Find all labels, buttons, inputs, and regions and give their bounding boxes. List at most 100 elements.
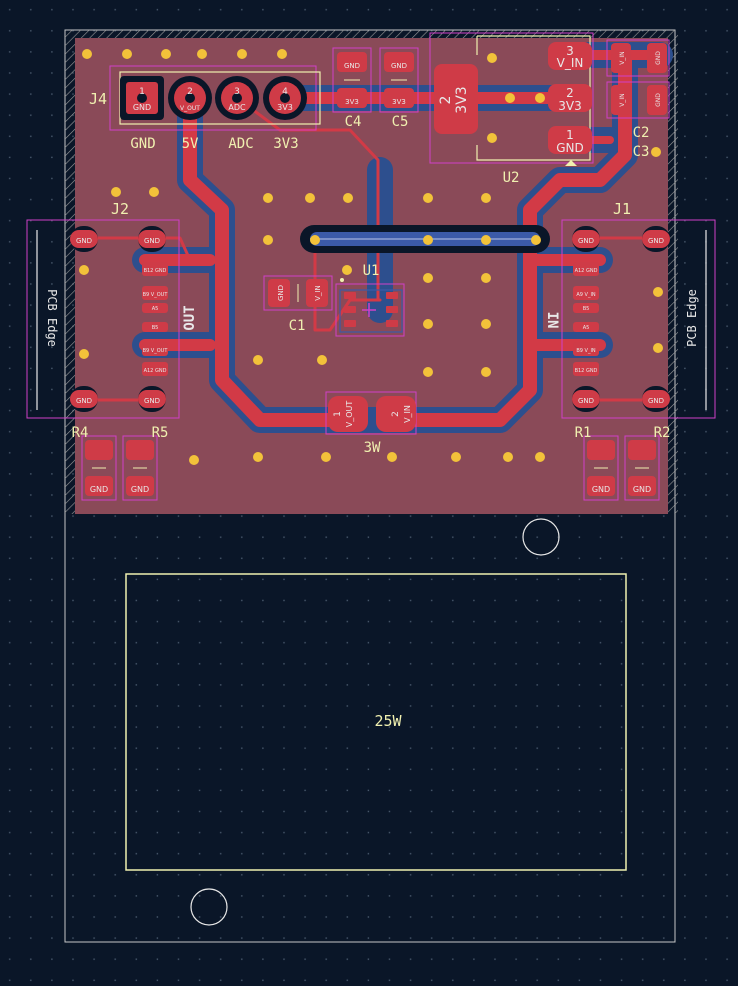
- j2-shell-gnd-1: GND: [76, 237, 92, 245]
- resistor-r2[interactable]: GND R2: [624, 425, 671, 501]
- shunt-pin2-num: 2: [391, 411, 401, 417]
- u2-pin-3-pad[interactable]: [548, 42, 592, 70]
- c5-pin2-net: GND: [391, 62, 407, 70]
- u2-pin-3-net: V_IN: [557, 56, 584, 70]
- via: [505, 93, 515, 103]
- c2-ref: C2: [633, 125, 650, 141]
- j4-ref: J4: [89, 90, 107, 108]
- via: [531, 235, 541, 245]
- j1-pad-a12: A12 GND: [575, 268, 598, 274]
- via: [111, 187, 121, 197]
- j4-silk-gnd: GND: [130, 136, 155, 152]
- vias: [79, 49, 663, 465]
- capacitor-c1[interactable]: GND V_IN C1: [263, 275, 333, 334]
- u2-pin-3-num: 3: [566, 44, 574, 58]
- via: [651, 147, 661, 157]
- capacitor-c3[interactable]: V_IN GND C3: [606, 81, 670, 160]
- via: [237, 49, 247, 59]
- j2-ref: J2: [111, 200, 129, 218]
- j1-ref: J1: [613, 200, 631, 218]
- j4-silk-3v3: 3V3: [273, 136, 298, 152]
- j1-signal-pads: A12 GND A9 V_IN B5 A5 B9 V_IN B12 GND: [573, 262, 599, 376]
- c2-pin1-net: V_IN: [619, 51, 626, 64]
- c3-ref: C3: [633, 144, 650, 160]
- c5-ref: C5: [392, 114, 409, 130]
- via: [387, 452, 397, 462]
- c1-pin1-net: V_IN: [314, 285, 322, 301]
- c5-pin1-net: 3V3: [392, 98, 406, 106]
- r4-ref: R4: [72, 425, 89, 441]
- j2-pad-a5: A5: [152, 306, 159, 312]
- j4-pin-4-net: 3V3: [277, 103, 293, 112]
- via: [653, 343, 663, 353]
- j2-pad-b12: B12 GND: [144, 268, 167, 274]
- resistor-r5[interactable]: GND R5: [122, 425, 169, 501]
- r5-pin2-net: GND: [131, 485, 149, 494]
- shunt-ref: 3W: [364, 440, 381, 456]
- via: [487, 133, 497, 143]
- via: [481, 193, 491, 203]
- j1-side-label: IN: [544, 312, 560, 329]
- via: [343, 193, 353, 203]
- j2-pcb-edge-label: PCB Edge: [45, 289, 59, 347]
- j4-pin-1-net: GND: [133, 103, 151, 112]
- u2-pin-2-pad[interactable]: [548, 84, 592, 112]
- j4-pin-2-num: 2: [187, 87, 193, 97]
- via: [305, 193, 315, 203]
- capacitor-c2[interactable]: V_IN GND C2: [606, 39, 670, 141]
- sensor-u1[interactable]: U1: [335, 263, 405, 337]
- connector-j4[interactable]: 1 GND 2 V_OUT 3 ADC 4 3V3 J4 GND 5V ADC …: [89, 65, 321, 152]
- j2-pad-a12: A12 GND: [144, 368, 167, 374]
- c2-pin2-net: GND: [655, 51, 662, 65]
- via: [149, 187, 159, 197]
- via: [310, 235, 320, 245]
- via: [423, 273, 433, 283]
- via: [481, 367, 491, 377]
- c1-pin2-net: GND: [277, 285, 285, 301]
- resistor-r4[interactable]: GND R4: [72, 425, 117, 501]
- regulator-u2[interactable]: 2 3V3 3 V_IN 2 3V3 1 GND U2: [429, 32, 594, 186]
- shunt-resistor-3w[interactable]: 1 V_OUT 2 V_IN 3W: [325, 391, 417, 456]
- shunt-pin2-net: V_IN: [403, 405, 412, 423]
- j1-pcb-edge-label: PCB Edge: [685, 289, 699, 347]
- via: [535, 452, 545, 462]
- capacitor-c5[interactable]: GND 3V3 C5: [379, 47, 419, 130]
- capacitor-c4[interactable]: GND 3V3 C4: [332, 47, 372, 130]
- u2-tab-pad[interactable]: [434, 64, 478, 134]
- via: [263, 235, 273, 245]
- via: [197, 49, 207, 59]
- r5-ref: R5: [152, 425, 169, 441]
- r1-pin2-net: GND: [592, 485, 610, 494]
- u2-pin-1-net: GND: [556, 141, 584, 155]
- resistor-25w-footprint[interactable]: 25W: [125, 573, 627, 871]
- usb-connector-j1[interactable]: PCB Edge GND GND GND GND A12 GND A9 V_IN…: [544, 200, 716, 419]
- via: [317, 355, 327, 365]
- resistor-r1[interactable]: GND R1: [575, 425, 619, 501]
- via: [263, 193, 273, 203]
- u2-pin-1-pad[interactable]: [548, 126, 592, 154]
- j1-pad-a9: A9 V_IN: [576, 292, 596, 298]
- via: [161, 49, 171, 59]
- via: [535, 93, 545, 103]
- j2-signal-pads: B12 GND B9 V_OUT A5 B5 B9 V_OUT A12 GND: [142, 262, 168, 376]
- via: [253, 355, 263, 365]
- j1-pad-a5: A5: [583, 325, 590, 331]
- via: [122, 49, 132, 59]
- j2-shell-gnd-2: GND: [144, 237, 160, 245]
- j4-pin-3-num: 3: [234, 87, 240, 97]
- j1-shell-gnd-4: GND: [648, 397, 664, 405]
- via: [481, 235, 491, 245]
- j2-pad-b9: B9 V_OUT: [143, 292, 169, 298]
- via: [79, 265, 89, 275]
- c3-pin2-net: GND: [655, 93, 662, 107]
- via: [423, 193, 433, 203]
- via: [481, 273, 491, 283]
- u2-pin-2-net: 3V3: [558, 99, 581, 113]
- j4-pin-1-num: 1: [139, 87, 145, 97]
- j2-shell-gnd-4: GND: [144, 397, 160, 405]
- usb-connector-j2[interactable]: PCB Edge GND GND GND GND B12 GND B9 V_OU…: [26, 200, 198, 419]
- via: [423, 367, 433, 377]
- r2-ref: R2: [654, 425, 671, 441]
- j2-pad-b5: B5: [152, 325, 159, 331]
